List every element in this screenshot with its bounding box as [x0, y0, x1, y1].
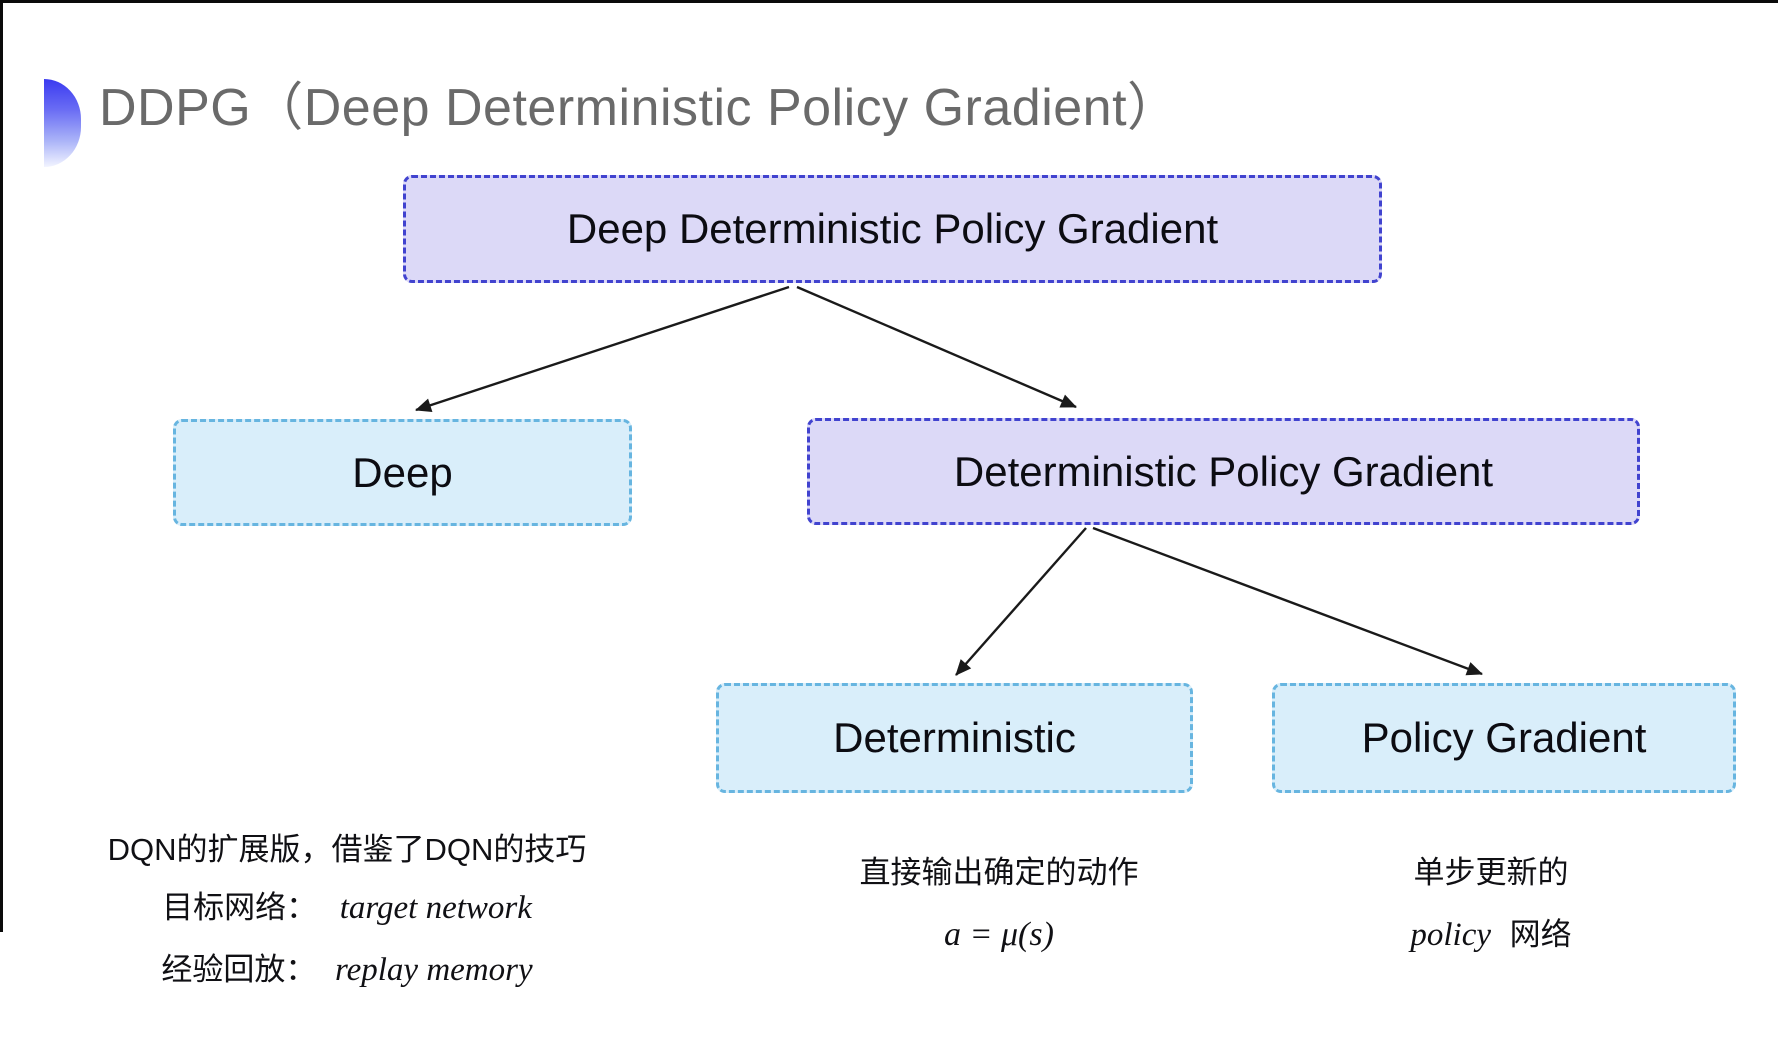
replay-memory-label-cn: 经验回放： [161, 952, 317, 987]
node-deterministic-policy-gradient: Deterministic Policy Gradient [807, 418, 1640, 525]
node-label: Deep [352, 448, 453, 496]
arrow-dpg-to-deterministic [955, 527, 1087, 676]
arrow-root-to-dpg [796, 285, 1077, 409]
node-deep-deterministic-policy-gradient: Deep Deterministic Policy Gradient [403, 175, 1382, 283]
deterministic-annotation: 直接输出确定的动作 a = μ(s) [799, 853, 1199, 955]
target-network-label-en: target network [339, 890, 532, 926]
policy-gradient-annotation-line2: policy 网络 [1341, 915, 1641, 955]
deep-annotation-line1: DQN的扩展版，借鉴了DQN的技巧 [107, 832, 587, 867]
node-policy-gradient: Policy Gradient [1272, 683, 1736, 793]
deep-annotation: DQN的扩展版，借鉴了DQN的技巧 目标网络： target network 经… [95, 830, 599, 990]
slide-bullet-icon [44, 79, 81, 167]
window-edge-left [0, 0, 3, 932]
policy-label-en: policy [1410, 917, 1491, 953]
arrow-root-to-deep [415, 285, 790, 412]
replay-memory-label-en: replay memory [334, 952, 533, 988]
deep-annotation-line3: 经验回放： replay memory [95, 950, 599, 990]
node-label: Deterministic [833, 714, 1076, 761]
deterministic-annotation-line1: 直接输出确定的动作 [859, 855, 1139, 890]
deterministic-annotation-formula: a = μ(s) [944, 916, 1054, 953]
page-title: DDPG（Deep Deterministic Policy Gradient） [99, 79, 1180, 137]
policy-label-cn: 网络 [1509, 917, 1572, 952]
node-label: Deep Deterministic Policy Gradient [566, 205, 1219, 252]
node-label: Policy Gradient [1361, 714, 1647, 761]
node-label: Deterministic Policy Gradient [953, 447, 1494, 495]
arrow-dpg-to-policy-gradient [1092, 526, 1483, 676]
deep-annotation-line2: 目标网络： target network [95, 888, 599, 928]
policy-gradient-annotation-line1: 单步更新的 [1413, 855, 1569, 890]
window-edge-top [0, 0, 1778, 3]
target-network-label-cn: 目标网络： [162, 890, 318, 925]
node-deep: Deep [173, 419, 632, 526]
node-deterministic: Deterministic [716, 683, 1193, 793]
policy-gradient-annotation: 单步更新的 policy 网络 [1341, 853, 1641, 955]
